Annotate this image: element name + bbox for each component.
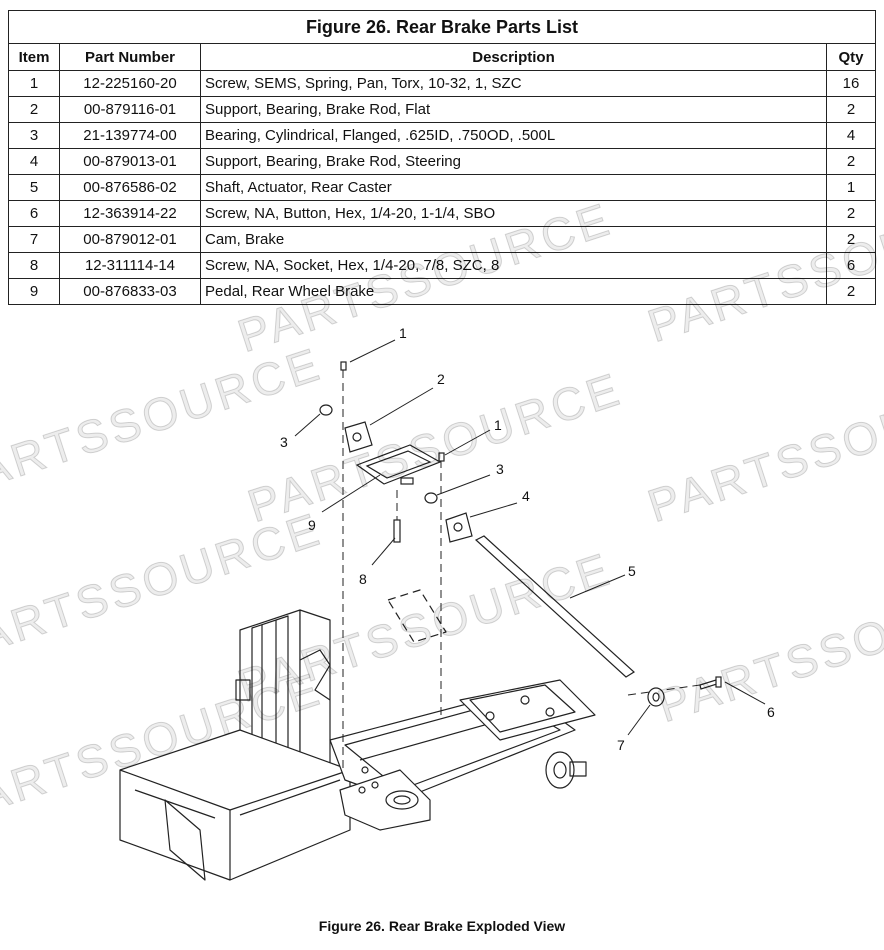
- part-number-cell: 12-225160-20: [59, 70, 201, 97]
- table-row: 5 00-876586-02 Shaft, Actuator, Rear Cas…: [8, 174, 876, 201]
- column-header-item: Item: [8, 43, 60, 71]
- item-cell: 6: [8, 200, 60, 227]
- item-cell: 7: [8, 226, 60, 253]
- bed-frame-drawing: [119, 589, 596, 881]
- table-row: 1 12-225160-20 Screw, SEMS, Spring, Pan,…: [8, 70, 876, 97]
- qty-cell: 16: [826, 70, 876, 97]
- qty-cell: 2: [826, 226, 876, 253]
- alignment-lines: [342, 370, 701, 770]
- callout-3: 3: [496, 461, 504, 477]
- item-cell: 2: [8, 96, 60, 123]
- description-cell: Screw, NA, Button, Hex, 1/4-20, 1-1/4, S…: [200, 200, 827, 227]
- table-row: 2 00-879116-01 Support, Bearing, Brake R…: [8, 96, 876, 123]
- cam-part: [647, 687, 665, 707]
- qty-cell: 2: [826, 148, 876, 175]
- table-row: 6 12-363914-22 Screw, NA, Button, Hex, 1…: [8, 200, 876, 227]
- item-cell: 9: [8, 278, 60, 305]
- qty-cell: 2: [826, 200, 876, 227]
- table-row: 7 00-879012-01 Cam, Brake 2: [8, 226, 876, 253]
- description-cell: Support, Bearing, Brake Rod, Flat: [200, 96, 827, 123]
- support-bearing-steering-part: [445, 512, 473, 543]
- part-number-cell: 00-876833-03: [59, 278, 201, 305]
- part-number-cell: 12-363914-22: [59, 200, 201, 227]
- part-number-cell: 00-879013-01: [59, 148, 201, 175]
- brake-parts: [319, 361, 722, 707]
- table-title: Figure 26. Rear Brake Parts List: [8, 10, 876, 44]
- part-number-cell: 12-311114-14: [59, 252, 201, 279]
- table-row: 8 12-311114-14 Screw, NA, Socket, Hex, 1…: [8, 252, 876, 279]
- callout-1: 1: [399, 325, 407, 341]
- part-number-cell: 00-879116-01: [59, 96, 201, 123]
- description-cell: Shaft, Actuator, Rear Caster: [200, 174, 827, 201]
- description-cell: Pedal, Rear Wheel Brake: [200, 278, 827, 305]
- description-cell: Cam, Brake: [200, 226, 827, 253]
- description-cell: Screw, SEMS, Spring, Pan, Torx, 10-32, 1…: [200, 70, 827, 97]
- callout-7: 7: [617, 737, 625, 753]
- qty-cell: 4: [826, 122, 876, 149]
- qty-cell: 2: [826, 278, 876, 305]
- part-number-cell: 21-139774-00: [59, 122, 201, 149]
- item-cell: 4: [8, 148, 60, 175]
- bearing-part: [424, 492, 438, 504]
- column-header-description: Description: [200, 43, 827, 71]
- qty-cell: 1: [826, 174, 876, 201]
- qty-cell: 6: [826, 252, 876, 279]
- item-cell: 8: [8, 252, 60, 279]
- parts-list-table: Figure 26. Rear Brake Parts List Item Pa…: [8, 10, 876, 305]
- item-cell: 1: [8, 70, 60, 97]
- item-cell: 5: [8, 174, 60, 201]
- callout-4: 4: [522, 488, 530, 504]
- description-cell: Bearing, Cylindrical, Flanged, .625ID, .…: [200, 122, 827, 149]
- button-screw-part: [699, 679, 718, 690]
- part-number-cell: 00-879012-01: [59, 226, 201, 253]
- callout-9: 9: [308, 517, 316, 533]
- callout-8: 8: [359, 571, 367, 587]
- column-header-qty: Qty: [826, 43, 876, 71]
- callout-2: 2: [437, 371, 445, 387]
- callout-5: 5: [628, 563, 636, 579]
- screw-part: [438, 452, 445, 462]
- description-cell: Screw, NA, Socket, Hex, 1/4-20, 7/8, SZC…: [200, 252, 827, 279]
- item-cell: 3: [8, 122, 60, 149]
- qty-cell: 2: [826, 96, 876, 123]
- callout-1: 1: [494, 417, 502, 433]
- figure-caption: Figure 26. Rear Brake Exploded View: [318, 918, 566, 934]
- leader-lines: [294, 339, 766, 736]
- actuator-shaft-part: [474, 535, 635, 678]
- column-header-part-number: Part Number: [59, 43, 201, 71]
- screw-part: [340, 361, 347, 371]
- table-row: 4 00-879013-01 Support, Bearing, Brake R…: [8, 148, 876, 175]
- socket-screw-part: [393, 519, 401, 543]
- callout-3: 3: [280, 434, 288, 450]
- table-row: 3 21-139774-00 Bearing, Cylindrical, Fla…: [8, 122, 876, 149]
- support-bearing-flat-part: [344, 421, 373, 453]
- callout-6: 6: [767, 704, 775, 720]
- description-cell: Support, Bearing, Brake Rod, Steering: [200, 148, 827, 175]
- table-row: 9 00-876833-03 Pedal, Rear Wheel Brake 2: [8, 278, 876, 305]
- bearing-part: [319, 404, 333, 416]
- part-number-cell: 00-876586-02: [59, 174, 201, 201]
- callout-labels: 1 2 3 1 3 4 9 8 5 7 6: [280, 325, 775, 753]
